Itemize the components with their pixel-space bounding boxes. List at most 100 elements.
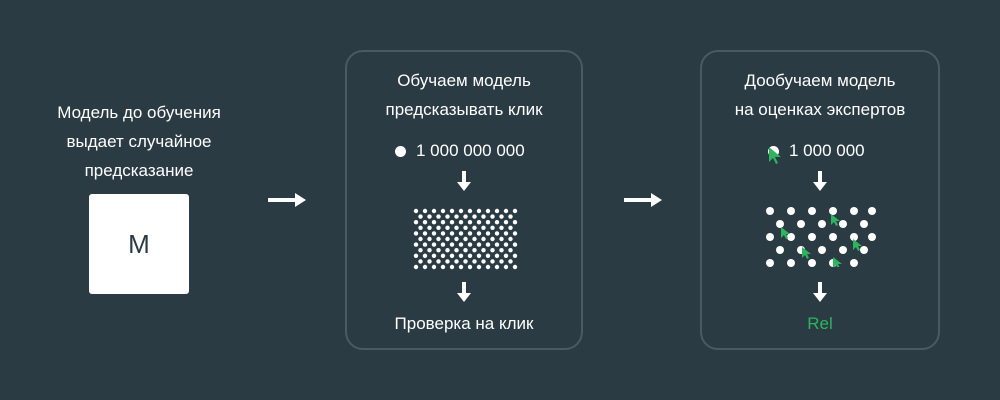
dot [445,259,450,264]
dot [839,246,847,254]
dot [499,259,504,264]
dot [449,208,455,214]
dot [431,253,437,258]
dot [445,248,450,253]
stage3-result: Rel [807,314,833,333]
stage3-title: Дообучаем модель на оценках экспертов [734,71,906,119]
dot [829,233,837,241]
arrow-down-icon [457,282,471,302]
dot [860,246,868,254]
dot [422,231,428,236]
arrow-right-icon [268,193,306,207]
dot [499,248,504,253]
dot [499,214,504,219]
dot [413,220,419,225]
dot [458,208,464,214]
dot [818,246,826,254]
dot [503,264,509,270]
dot [431,242,437,247]
dot [440,231,446,236]
dot [458,220,464,225]
dot [422,220,428,225]
dot [422,208,428,214]
dot [787,233,795,241]
dot [463,225,468,230]
dot [829,207,837,215]
dot-icon [395,145,406,157]
dot [440,264,446,270]
dot [481,248,486,253]
dot [454,236,459,242]
dot [868,233,876,241]
cursor-icon [853,239,862,251]
dot [490,248,495,253]
sparse-dot-grid [766,207,876,267]
model-letter: M [128,228,150,259]
dot [476,253,482,258]
dot [481,225,486,230]
stage3-count-row: 1 000 000 [768,141,865,164]
dot [494,242,500,247]
stage2-count: 1 000 000 000 [416,141,525,160]
dot [427,214,432,219]
cursor-icon [833,257,842,267]
dot [427,236,432,242]
dot [476,208,482,214]
dot [476,231,482,236]
dot [427,248,432,253]
dot [485,220,491,225]
dot [463,248,468,253]
dot [766,259,774,267]
stage3-box: Дообучаем модель на оценках экспертов 1 … [700,50,940,350]
dot [512,253,518,258]
dot [808,207,816,215]
dot [445,214,450,219]
dot [436,248,441,253]
cursor-icon [802,247,811,259]
dot [508,248,513,253]
dot [776,220,784,228]
dot [431,231,437,236]
dot [503,231,509,236]
dot [508,225,513,230]
dot [508,214,513,219]
dot [431,220,437,225]
dot [494,264,500,270]
stage2-result: Проверка на клик [394,314,534,333]
dot [445,236,450,242]
dot [494,253,500,258]
dot [449,264,455,270]
dot [436,225,441,230]
dot [413,208,419,214]
dot [787,207,795,215]
dot [427,225,432,230]
dot [485,264,491,270]
dot [485,208,491,214]
dot [503,220,509,225]
dot [508,259,513,264]
dot [850,233,858,241]
dot [467,231,473,236]
dot [472,248,477,253]
dot [472,236,477,242]
dot [449,253,455,258]
dot-icon [768,145,781,164]
dot [427,259,432,264]
dot [490,236,495,242]
dot [512,208,518,214]
dot [503,253,509,258]
dot [467,242,473,247]
dot [499,236,504,242]
dot [512,242,518,247]
dot [454,248,459,253]
dot [490,225,495,230]
stage2-title: Обучаем модель предсказывать клик [385,71,543,119]
dot [476,220,482,225]
dot [418,214,423,219]
dot [436,214,441,219]
dot [512,264,518,270]
dot [418,248,423,253]
arrow-right-icon [624,193,662,207]
dot [413,231,419,236]
dot [512,231,518,236]
